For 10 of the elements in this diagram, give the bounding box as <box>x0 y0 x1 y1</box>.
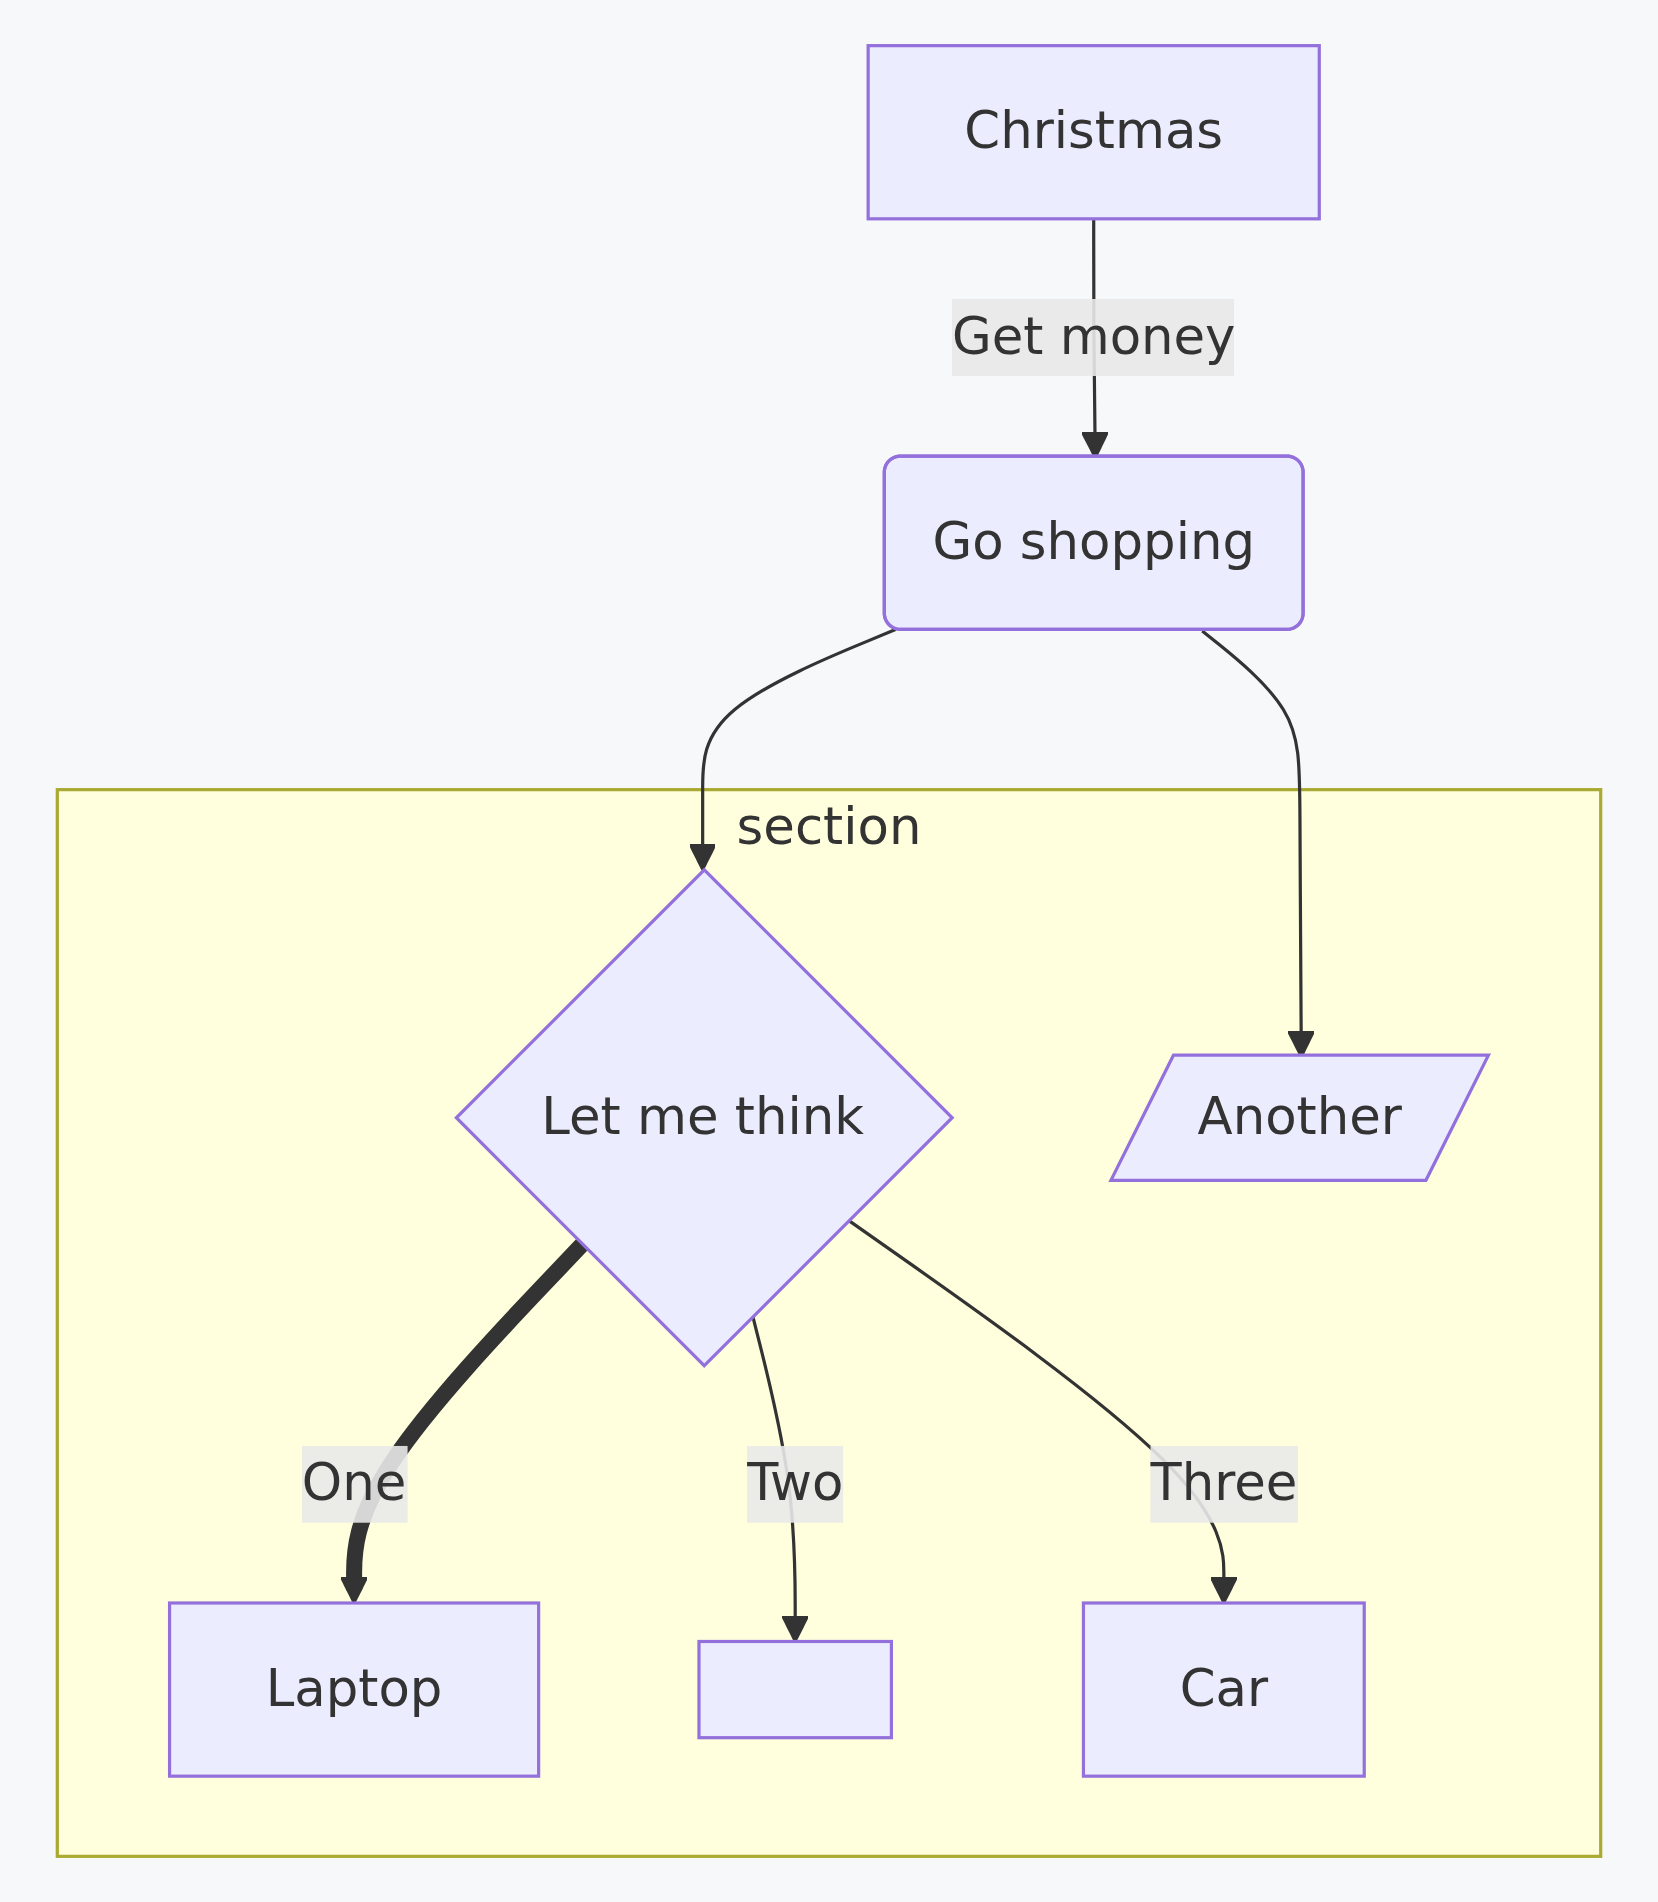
edge-label: Two <box>747 1452 844 1514</box>
node-box: Laptop <box>167 1601 541 1778</box>
edge-label: Get money <box>951 305 1236 367</box>
arrow <box>688 628 897 872</box>
node-diamond: Let me think <box>454 867 955 1368</box>
edge-label: One <box>301 1452 407 1514</box>
node-box: Car <box>1081 1601 1366 1778</box>
edge-label: Three <box>1150 1452 1298 1514</box>
node-box: Christmas <box>866 44 1321 221</box>
node-box <box>697 1639 893 1740</box>
